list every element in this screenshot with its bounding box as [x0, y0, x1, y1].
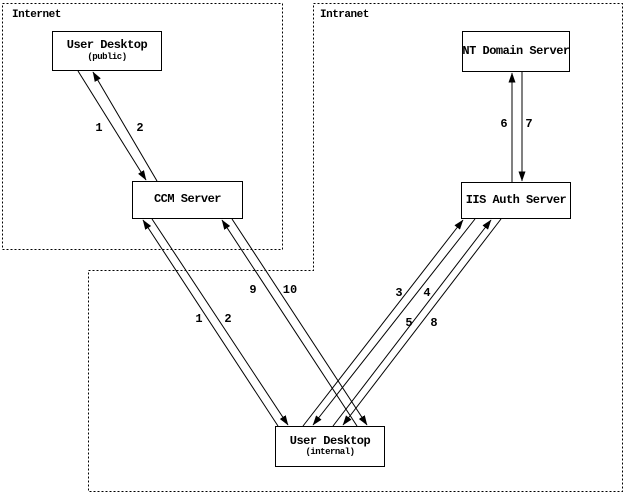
node-title: User Desktop: [289, 433, 371, 448]
zone-label-internet: Internet: [12, 9, 61, 21]
node-nt-domain-server: NT Domain Server: [462, 31, 570, 72]
internet-zone-border: [2, 3, 283, 250]
flow-label-9: 9: [249, 283, 256, 297]
flow-label-7: 7: [525, 117, 532, 131]
flow-label-1-public: 1: [95, 121, 102, 135]
node-subtitle: (public): [87, 51, 127, 62]
arrow-5-internal-desktop-to-iis: [332, 219, 492, 427]
node-title: User Desktop: [66, 38, 148, 53]
node-ccm-server: CCM Server: [132, 181, 243, 219]
flow-label-2-public: 2: [136, 121, 143, 135]
node-user-desktop-internal: User Desktop (internal): [275, 426, 385, 467]
intranet-zone-border: [88, 3, 623, 492]
arrow-10-ccm-to-internal-desktop: [231, 218, 368, 426]
flow-label-8: 8: [430, 316, 437, 330]
flow-label-1-internal: 1: [195, 312, 202, 326]
arrow-9-internal-desktop-to-ccm: [221, 219, 358, 427]
arrow-3-internal-desktop-to-iis: [302, 219, 464, 427]
node-user-desktop-public: User Desktop (public): [52, 31, 162, 71]
flow-label-6: 6: [500, 117, 507, 131]
node-title: IIS Auth Server: [465, 192, 567, 207]
node-title: NT Domain Server: [462, 43, 570, 58]
arrow-1-internal-desktop-to-ccm: [142, 219, 279, 427]
flow-label-5: 5: [405, 316, 412, 330]
arrow-2-ccm-to-internal-desktop: [151, 218, 289, 426]
zone-label-intranet: Intranet: [320, 9, 369, 21]
flow-label-4: 4: [423, 286, 430, 300]
flow-label-10: 10: [283, 283, 297, 297]
node-title: CCM Server: [153, 192, 222, 207]
flow-label-2-internal: 2: [224, 312, 231, 326]
arrow-8-iis-to-internal-desktop: [342, 218, 502, 426]
arrow-4-iis-to-internal-desktop: [312, 218, 476, 426]
node-iis-auth-server: IIS Auth Server: [461, 182, 571, 219]
arrow-2-ccm-to-public-desktop: [92, 71, 158, 182]
arrow-1-public-desktop-to-ccm: [77, 70, 147, 181]
flow-label-3: 3: [395, 286, 402, 300]
node-subtitle: (internal): [305, 447, 355, 458]
